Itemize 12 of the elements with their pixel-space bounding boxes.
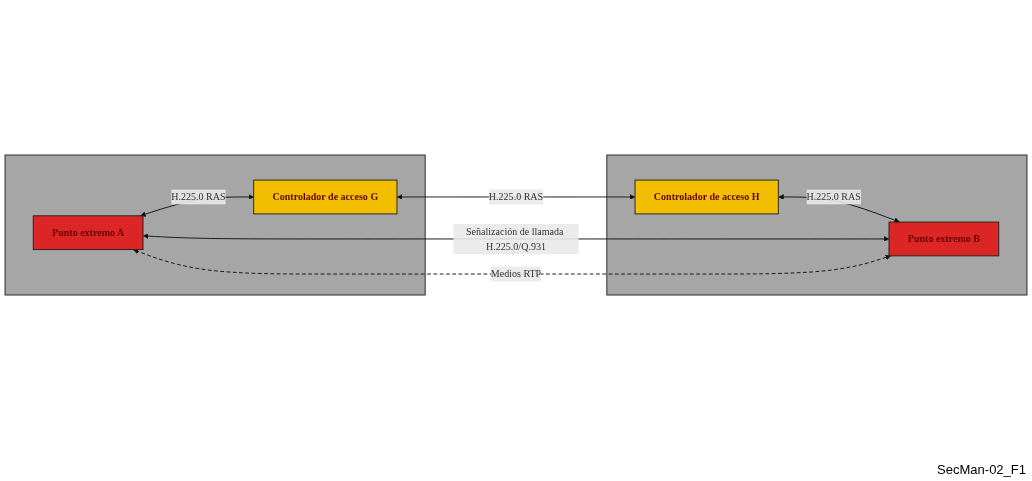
node-box: Controlador de acceso H xyxy=(634,179,779,215)
edge-label: H.225.0 RAS xyxy=(171,191,226,202)
node-box: Punto extremo A xyxy=(32,215,144,251)
cluster xyxy=(606,154,1028,296)
edge-label: Medios RTP xyxy=(490,268,542,280)
node-box: Punto extremo B xyxy=(888,221,1000,257)
cluster xyxy=(4,154,426,296)
figure-id-label: SecMan-02_F1 xyxy=(937,462,1026,477)
edge-label: H.225.0 RAS xyxy=(488,191,544,202)
node-box: Controlador de acceso G xyxy=(253,179,398,215)
edge-label: Señalización de llamada H.225.0/Q.931 xyxy=(466,225,564,252)
edge-label: H.225.0 RAS xyxy=(806,191,861,202)
